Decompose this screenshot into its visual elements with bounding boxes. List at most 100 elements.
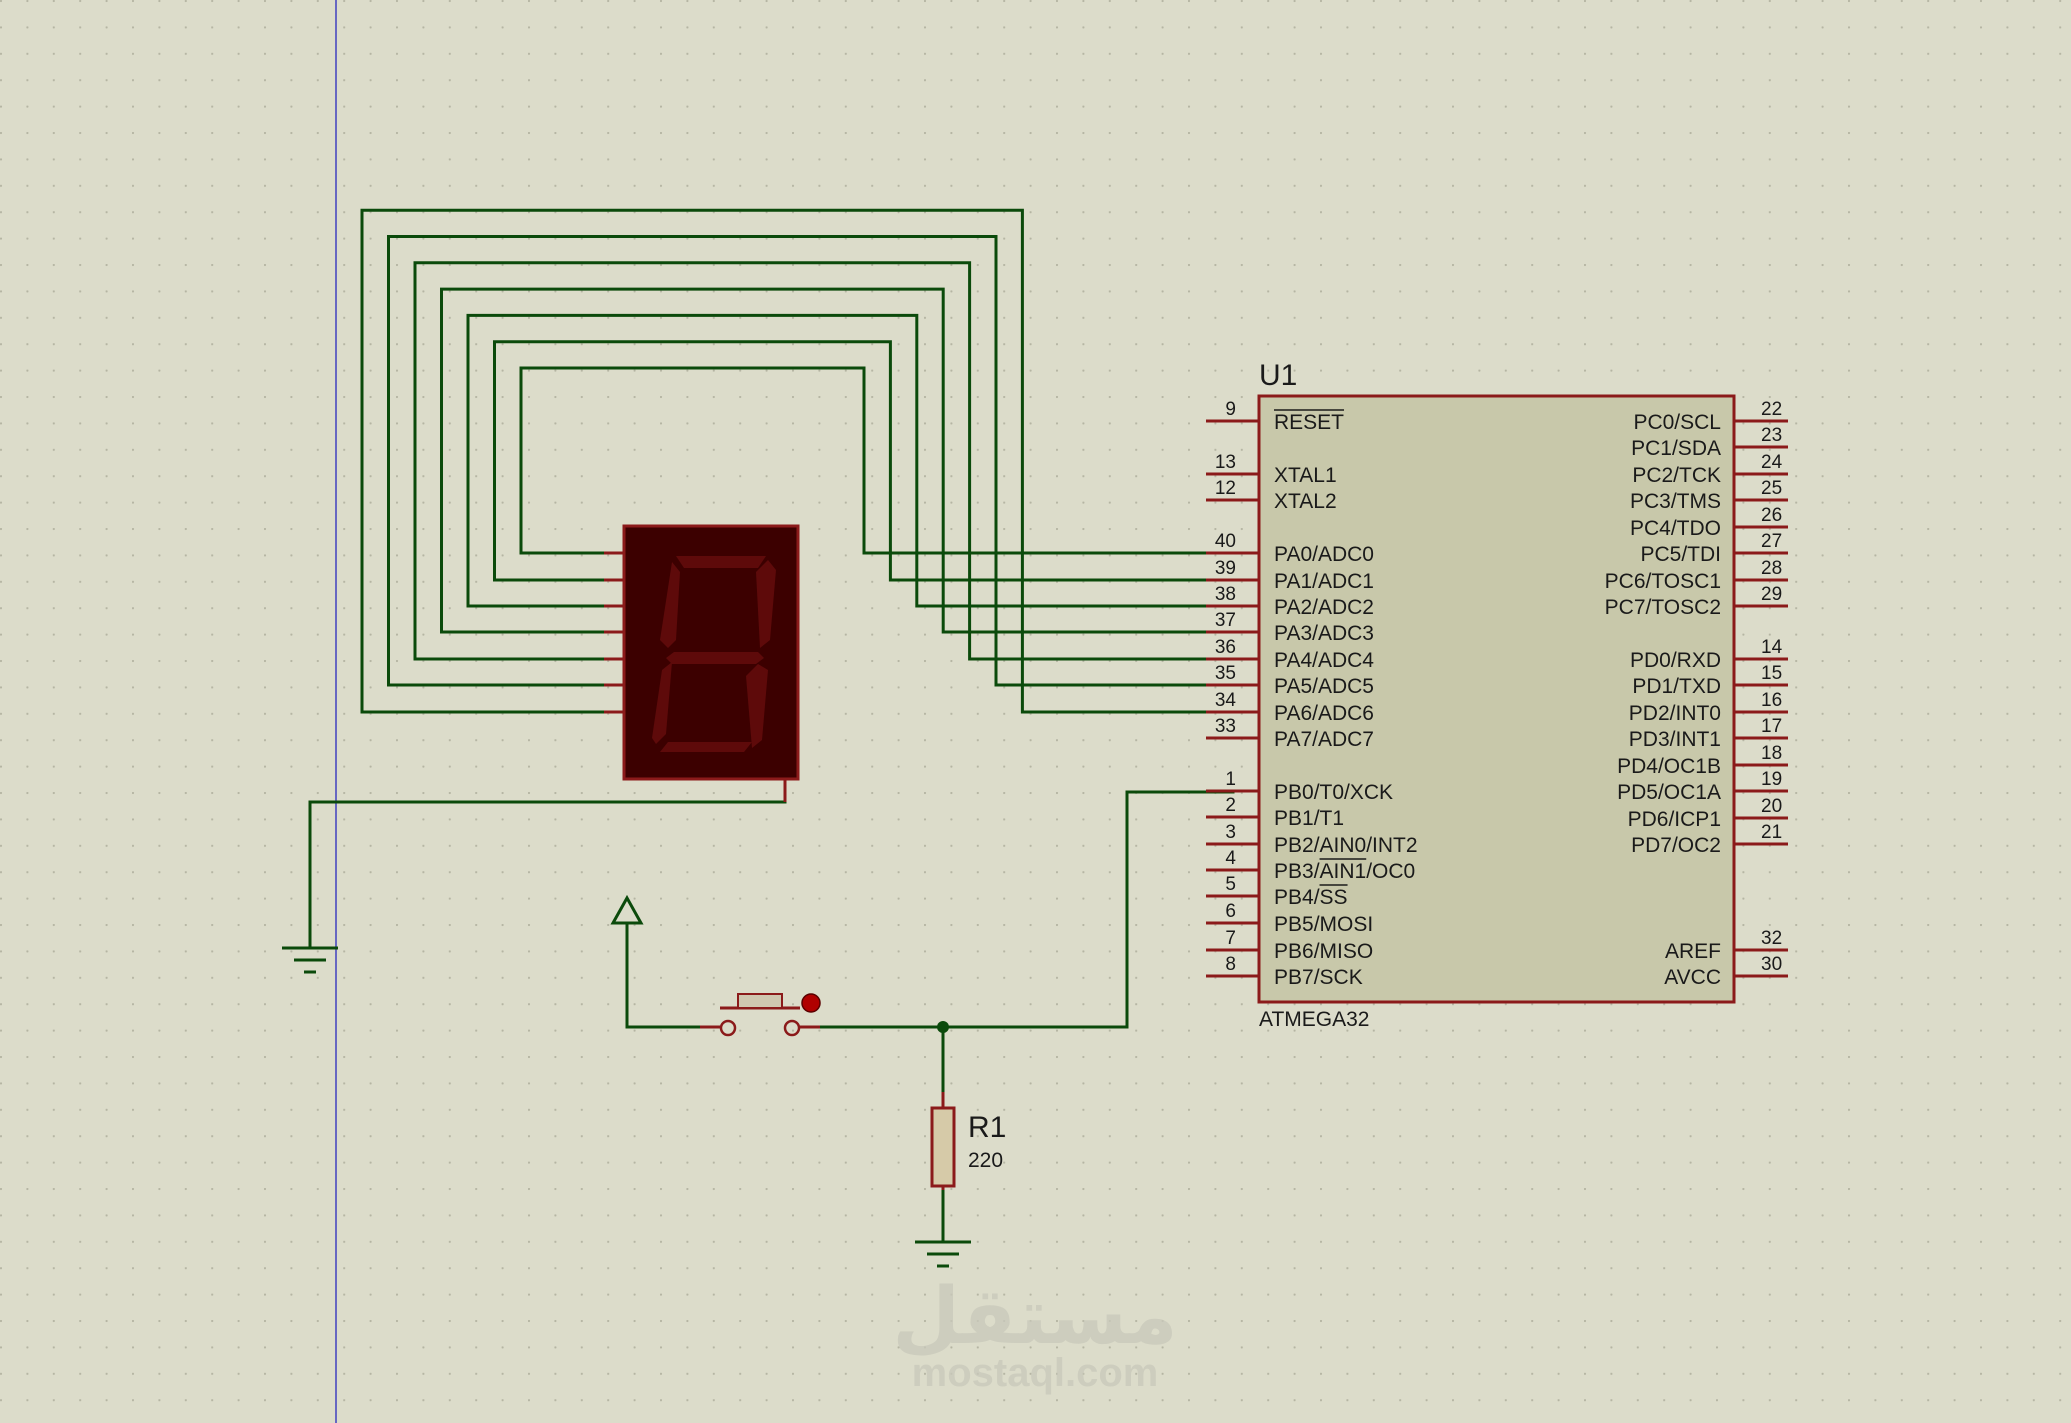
pin-number: 4 <box>1225 848 1236 869</box>
pin-label: PD1/TXD <box>1632 675 1721 698</box>
pin-number: 14 <box>1761 637 1783 658</box>
pin-number: 39 <box>1215 558 1236 579</box>
pin-number: 33 <box>1215 716 1236 737</box>
pin-number: 6 <box>1225 901 1236 922</box>
pin-label: PC1/SDA <box>1631 437 1721 460</box>
pin-label: PD0/RXD <box>1630 649 1721 672</box>
segment-wire[interactable] <box>466 313 1208 608</box>
switch-state-indicator-icon[interactable] <box>801 993 821 1013</box>
microcontroller-u1[interactable]: U1 ATMEGA32 9RESET13XTAL112XTAL240PA0/AD… <box>1206 359 1788 1031</box>
segment-wire[interactable] <box>360 208 1208 714</box>
pin-label: PD5/OC1A <box>1617 781 1721 804</box>
pin-label: PB7/SCK <box>1274 966 1363 989</box>
pin-label: PB0/T0/XCK <box>1274 781 1393 804</box>
pin-label: PB4/SS <box>1274 886 1348 909</box>
watermark: مستقل mostaql.com <box>892 1272 1177 1395</box>
pin-number: 16 <box>1761 690 1782 711</box>
pin-label: PD3/INT1 <box>1629 728 1721 751</box>
pin-label: PC4/TDO <box>1630 517 1721 540</box>
pin-number: 22 <box>1761 399 1782 420</box>
pin-label: PA0/ADC0 <box>1274 543 1374 566</box>
power-terminal-icon[interactable] <box>610 894 644 925</box>
junction-dot <box>937 1021 949 1033</box>
pin-label: PB2/AIN0/INT2 <box>1274 834 1418 857</box>
pin-label: RESET <box>1274 411 1344 434</box>
pin-number: 35 <box>1215 663 1236 684</box>
pin-number: 29 <box>1761 584 1782 605</box>
pin-number: 38 <box>1215 584 1236 605</box>
pin-label: PA6/ADC6 <box>1274 702 1374 725</box>
pin-label: PC5/TDI <box>1640 543 1721 566</box>
wire-power-switch[interactable] <box>625 921 702 1029</box>
pin-label: PA1/ADC1 <box>1274 570 1374 593</box>
pin-number: 17 <box>1761 716 1782 737</box>
segment-wire[interactable] <box>440 287 1208 634</box>
pin-label: PB6/MISO <box>1274 940 1373 963</box>
wire-switch-node[interactable] <box>818 790 1235 1029</box>
pin-number: 27 <box>1761 531 1782 552</box>
pin-number: 37 <box>1215 610 1236 631</box>
pin-number: 5 <box>1225 874 1236 895</box>
segment-wire[interactable] <box>519 366 1208 555</box>
pin-label: XTAL1 <box>1274 464 1337 487</box>
pin-label: PB1/T1 <box>1274 807 1344 830</box>
pin-label: PB5/MOSI <box>1274 913 1373 936</box>
pin-number: 34 <box>1215 690 1237 711</box>
pin-label: PA3/ADC3 <box>1274 622 1374 645</box>
pin-label: PA5/ADC5 <box>1274 675 1374 698</box>
segment-bus-wires[interactable] <box>360 208 1208 714</box>
seven-segment-display[interactable] <box>604 524 800 802</box>
pin-label: PD4/OC1B <box>1617 755 1721 778</box>
pin-number: 13 <box>1215 452 1236 473</box>
resistor-r1[interactable]: R1 220 <box>930 1092 1006 1190</box>
pin-number: 3 <box>1225 822 1236 843</box>
segment-wire[interactable] <box>387 235 1208 687</box>
watermark-latin: mostaql.com <box>912 1351 1159 1395</box>
segment-wire[interactable] <box>413 261 1208 661</box>
pin-label: PD7/OC2 <box>1631 834 1721 857</box>
pin-number: 2 <box>1225 795 1236 816</box>
resistor-ref: R1 <box>968 1111 1006 1144</box>
pin-label: PA7/ADC7 <box>1274 728 1374 751</box>
pin-label: XTAL2 <box>1274 490 1337 513</box>
push-button[interactable] <box>700 993 821 1037</box>
